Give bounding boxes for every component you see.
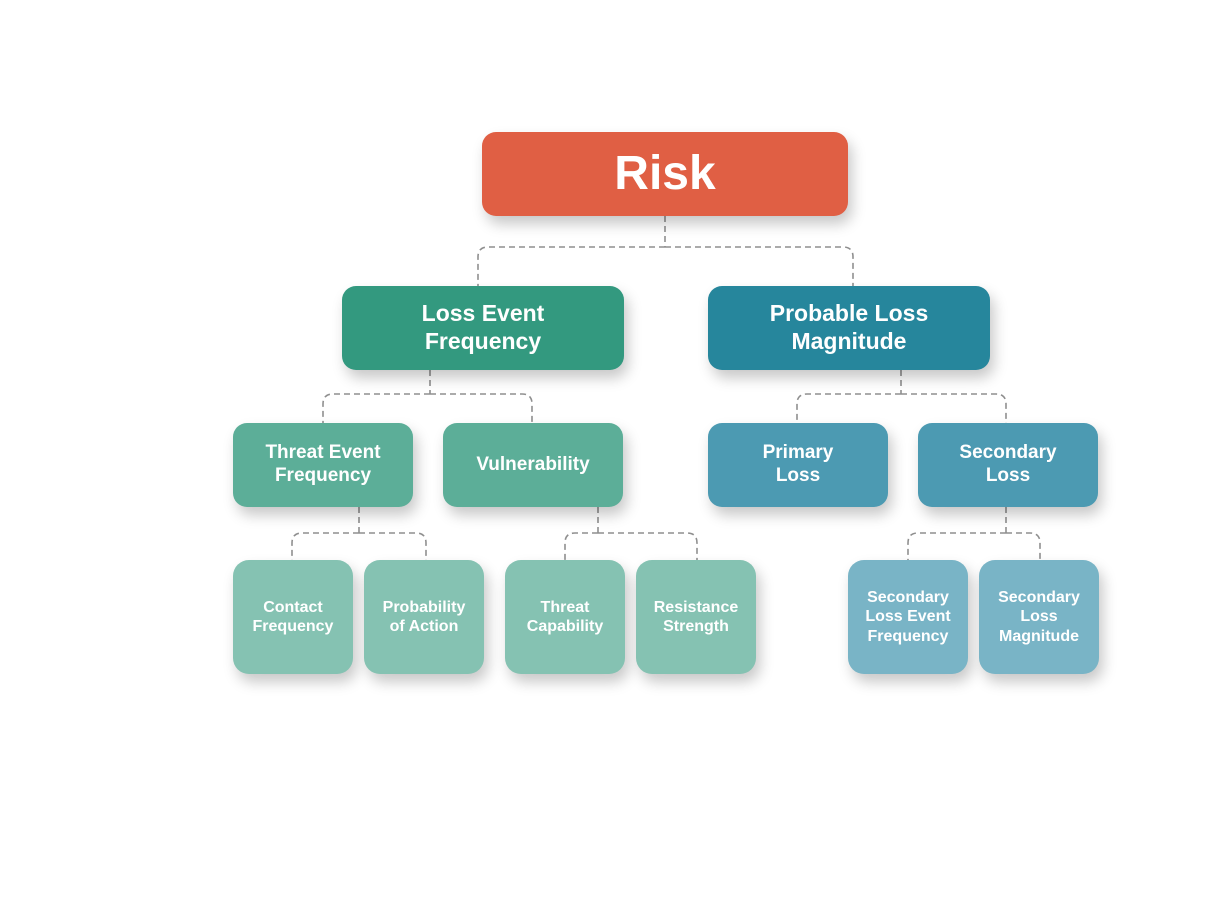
- loss-event-frequency-label: Loss Event Frequency: [421, 300, 545, 354]
- secondary-loss-event-frequency-label: Secondary Loss Event Frequency: [865, 589, 951, 645]
- threat-event-frequency-label: Threat Event Frequency: [265, 442, 381, 486]
- loss-event-frequency-node: Loss Event Frequency: [342, 286, 624, 370]
- probability-of-action-node: Probability of Action: [364, 560, 484, 674]
- connector-lef: [322, 370, 533, 423]
- primary-loss-node: Primary Loss: [708, 423, 888, 507]
- connector-risk: [477, 216, 854, 286]
- secondary-loss-magnitude-node: Secondary Loss Magnitude: [979, 560, 1099, 674]
- threat-capability-node: Threat Capability: [505, 560, 625, 674]
- secondary-loss-magnitude-label: Secondary Loss Magnitude: [998, 589, 1080, 645]
- risk-node: Risk: [482, 132, 848, 216]
- contact-frequency-node: Contact Frequency: [233, 560, 353, 674]
- connector-plm: [796, 370, 1007, 423]
- threat-capability-label: Threat Capability: [526, 598, 604, 635]
- secondary-loss-node: Secondary Loss: [918, 423, 1098, 507]
- vulnerability-label: Vulnerability: [476, 453, 590, 475]
- probable-loss-magnitude-node: Probable Loss Magnitude: [708, 286, 990, 370]
- connector-vul: [564, 507, 698, 560]
- probable-loss-magnitude-label: Probable Loss Magnitude: [769, 300, 929, 354]
- probability-of-action-label: Probability of Action: [382, 598, 466, 635]
- resistance-strength-node: Resistance Strength: [636, 560, 756, 674]
- secondary-loss-label: Secondary Loss: [959, 442, 1057, 486]
- resistance-strength-label: Resistance Strength: [653, 598, 739, 635]
- threat-event-frequency-node: Threat Event Frequency: [233, 423, 413, 507]
- vulnerability-node: Vulnerability: [443, 423, 623, 507]
- connector-sl: [907, 507, 1041, 560]
- secondary-loss-event-frequency-node: Secondary Loss Event Frequency: [848, 560, 968, 674]
- connector-tef: [291, 507, 427, 560]
- contact-frequency-label: Contact Frequency: [252, 598, 334, 635]
- risk-label: Risk: [614, 147, 716, 201]
- primary-loss-label: Primary Loss: [762, 442, 834, 486]
